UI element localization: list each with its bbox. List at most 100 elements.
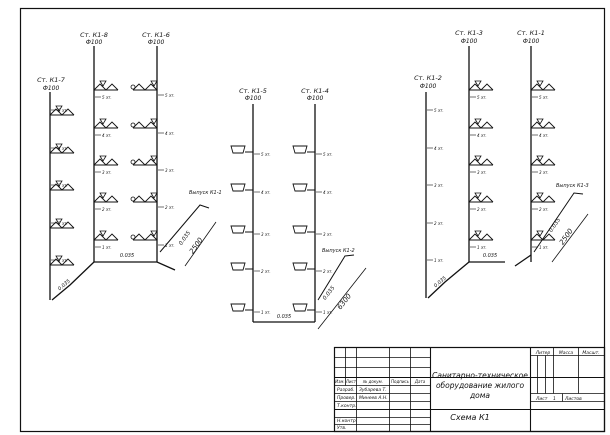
- collector-right-stub: [514, 254, 532, 267]
- collector-right-diagonal: [427, 261, 470, 299]
- fixture-k1-6-1-trap: [130, 234, 136, 240]
- row-prover: Провер.: [337, 395, 356, 401]
- floor-mark-k1-5-4: 4 эт.: [261, 190, 271, 195]
- fixture-k1-1-5-zigzag: [530, 83, 556, 91]
- riser-label-k1-1: Ст. К1-1: [517, 29, 545, 37]
- fixture-k1-6-4-trap: [130, 122, 136, 128]
- fixture-k1-7-4-funnel: [55, 143, 63, 150]
- floor-mark-k1-1-2: 2 эт.: [539, 207, 549, 212]
- col-massa: Масса: [559, 350, 574, 356]
- riser-label-k1-6: Ст. К1-6: [142, 31, 170, 39]
- basin-k1-5-2-bowl: [230, 262, 246, 271]
- col-podpis: Подпись: [391, 379, 410, 384]
- fixture-k1-1-2-funnel: [536, 192, 544, 199]
- riser-label-k1-5: Ст. К1-5: [239, 87, 267, 95]
- outlet-length-k1-3: 2500: [558, 227, 575, 247]
- riser-label-k1-3: Ст. К1-3: [455, 29, 483, 37]
- fixture-k1-6-2-funnel: [150, 192, 158, 199]
- fixture-k1-8-5-funnel: [99, 80, 107, 87]
- riser-label-k1-2: Ст. К1-2: [414, 74, 442, 82]
- floor-mark-k1-4-5: 5 эт.: [323, 152, 333, 157]
- fixture-k1-1-1-funnel: [536, 230, 544, 237]
- riser-label-k1-7: Ст. К1-7: [37, 76, 66, 84]
- outlet-label-k1-3: Выпуск К1-3: [556, 183, 589, 189]
- floor-mark-k1-4-1: 1 эт.: [323, 310, 333, 315]
- riser-diameter-k1-8: Ф100: [86, 39, 103, 46]
- floor-mark-k1-4-4: 4 эт.: [323, 190, 333, 195]
- row-razrab-name: Зубарева Т.: [359, 387, 387, 393]
- floor-mark-k1-4-3: 3 эт.: [323, 232, 333, 237]
- basin-k1-4-5-bowl: [292, 145, 308, 154]
- fixture-k1-6-5-funnel: [150, 80, 158, 87]
- fixture-k1-1-3-funnel: [536, 155, 544, 162]
- col-litera: Литер: [535, 350, 551, 356]
- floor-mark-k1-3-4: 4 эт.: [477, 133, 487, 138]
- fixture-k1-8-3-zigzag: [93, 158, 119, 166]
- floor-mark-k1-6-2: 2 эт.: [165, 205, 175, 210]
- floor-mark-k1-6-4: 4 эт.: [165, 131, 175, 136]
- col-izm: Изм.: [335, 379, 344, 384]
- title-line-3: дома: [469, 391, 490, 400]
- fixture-k1-3-3-zigzag: [468, 158, 494, 166]
- listov-label: Листов: [564, 396, 582, 402]
- row-prover-name: Минеев А.Н.: [359, 395, 388, 401]
- floor-mark-k1-2-2: 2 эт.: [434, 221, 444, 226]
- floor-mark-k1-6-5: 5 эт.: [165, 93, 175, 98]
- middle-group: Ст. К1-5 Ф100 Ст. К1-4 Ф100 0.035 Выпуск…: [239, 87, 367, 330]
- title-block-frame: [333, 346, 606, 433]
- fixture-k1-1-4-funnel: [536, 118, 544, 125]
- basin-k1-4-4-bowl: [292, 183, 308, 192]
- title-line-2: оборудование жилого: [436, 381, 525, 390]
- floor-mark-k1-5-2: 2 эт.: [261, 269, 271, 274]
- floor-mark-k1-7-5: 5 эт.: [58, 108, 68, 113]
- fixture-k1-3-3-funnel: [474, 155, 482, 162]
- riser-diameter-k1-6: Ф100: [148, 39, 165, 46]
- floor-mark-k1-8-4: 4 эт.: [102, 133, 112, 138]
- basin-k1-4-1-bowl: [292, 303, 308, 312]
- riser-diameter-k1-3: Ф100: [461, 38, 478, 45]
- riser-diameter-k1-7: Ф100: [43, 85, 60, 92]
- fixture-k1-1-3-zigzag: [530, 158, 556, 166]
- right-group: Ст. К1-3 Ф100 Ст. К1-1 Ф100 Ст. К1-2 Ф10…: [414, 29, 589, 299]
- fixture-k1-8-2-funnel: [99, 192, 107, 199]
- fixture-k1-6-3-trap: [130, 159, 136, 165]
- collector-left-diagonal: [51, 261, 95, 301]
- list-value: 1: [553, 396, 556, 402]
- fixture-k1-8-4-funnel: [99, 118, 107, 125]
- basin-k1-5-4-bowl: [230, 183, 246, 192]
- collector-left: [94, 261, 176, 271]
- floor-mark-k1-7-3: 3 эт.: [58, 183, 68, 188]
- fixture-k1-3-4-zigzag: [468, 121, 494, 129]
- fixture-k1-8-4-zigzag: [93, 121, 119, 129]
- fixture-k1-3-5-zigzag: [468, 83, 494, 91]
- outlet-k1-3-dimension: [551, 213, 589, 263]
- sheet-frame: [19, 7, 606, 433]
- col-list: Лист: [345, 379, 357, 384]
- fixture-k1-3-1-zigzag: [468, 233, 494, 241]
- fixture-k1-1-2-zigzag: [530, 195, 556, 203]
- fixture-k1-7-3-funnel: [55, 180, 63, 187]
- fixture-k1-3-4-funnel: [474, 118, 482, 125]
- slope-label-d: 0.035: [483, 253, 497, 259]
- floor-mark-k1-2-1: 1 эт.: [434, 258, 444, 263]
- floor-mark-k1-1-1: 1 эт.: [539, 245, 549, 250]
- title-block: Литер Масса Масшт. Лист 1 Листов Изм. Ли…: [333, 346, 606, 433]
- sheet-name: Схема К1: [450, 413, 490, 422]
- floor-mark-k1-3-2: 2 эт.: [477, 207, 487, 212]
- riser-label-k1-4: Ст. К1-4: [301, 87, 329, 95]
- outlet-k1-2-dimension: [317, 267, 367, 330]
- fixture-k1-7-2-funnel: [55, 218, 63, 225]
- riser-diameter-k1-4: Ф100: [307, 95, 324, 102]
- basin-k1-4-3-bowl: [292, 225, 308, 234]
- col-ndokum: № докум.: [362, 379, 383, 384]
- floor-mark-k1-3-1: 1 эт.: [477, 245, 487, 250]
- outlet-label-k1-2: Выпуск К1-2: [322, 248, 355, 254]
- fixture-k1-3-2-funnel: [474, 192, 482, 199]
- fixture-k1-8-2-zigzag: [93, 195, 119, 203]
- floor-mark-k1-5-3: 3 эт.: [261, 232, 271, 237]
- floor-mark-k1-8-5: 5 эт.: [102, 95, 112, 100]
- floor-mark-k1-1-4: 4 эт.: [539, 133, 549, 138]
- row-utv: Утв.: [337, 425, 346, 431]
- basin-k1-4-2-bowl: [292, 262, 308, 271]
